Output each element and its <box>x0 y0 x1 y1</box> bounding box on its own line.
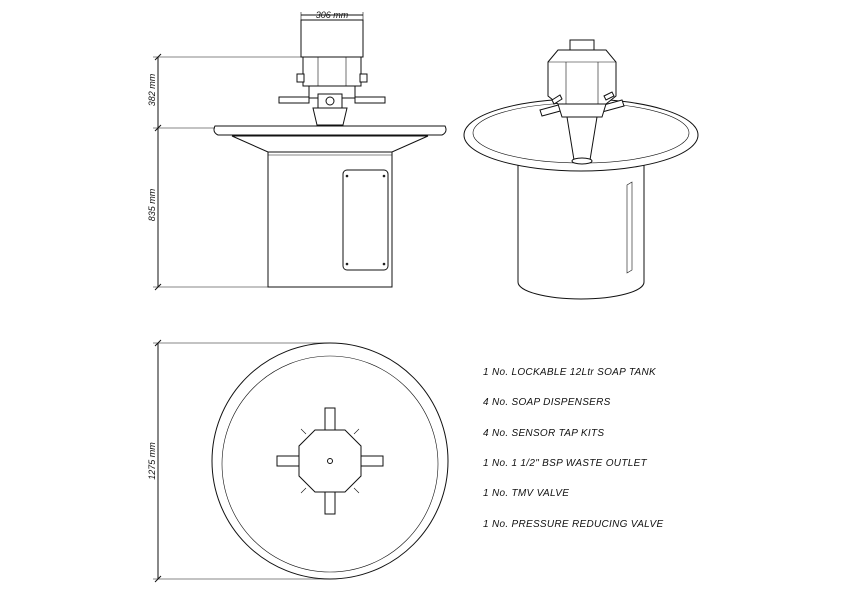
soap-tank-body <box>302 56 362 87</box>
tank-width-dimension: 306 mm <box>316 10 349 20</box>
isometric-view <box>463 39 699 300</box>
access-panel <box>342 169 389 271</box>
dispenser-arm-right <box>354 96 386 104</box>
plan-basin-inner <box>221 355 439 573</box>
tap-fitting <box>317 93 343 109</box>
base-height-dimension: 835 mm <box>147 188 157 221</box>
note-item: 1 No. LOCKABLE 12Ltr SOAP TANK <box>483 367 657 378</box>
plan-waste-outlet <box>327 458 333 464</box>
specification-notes: 1 No. LOCKABLE 12Ltr SOAP TANK 4 No. SOA… <box>483 367 663 530</box>
basin-bowl <box>231 135 429 153</box>
front-elevation-view: 306 mm 382 mm 835 mm <box>147 10 447 291</box>
note-item: 4 No. SOAP DISPENSERS <box>483 397 611 408</box>
basin-rim <box>213 125 447 136</box>
note-item: 1 No. 1 1/2" BSP WASTE OUTLET <box>483 458 648 469</box>
dispenser-arm-left <box>278 96 310 104</box>
note-item: 1 No. TMV VALVE <box>483 488 569 499</box>
diameter-dimension: 1275 mm <box>147 442 157 480</box>
plan-soap-tank <box>298 429 362 493</box>
dispenser-neck <box>312 107 348 126</box>
tank-height-dimension: 382 mm <box>147 73 157 106</box>
note-item: 1 No. PRESSURE REDUCING VALVE <box>483 519 663 530</box>
soap-tank-lid <box>300 19 364 58</box>
plan-view: 1275 mm <box>147 339 449 583</box>
note-item: 4 No. SENSOR TAP KITS <box>483 428 604 439</box>
iso-pedestal <box>517 159 645 300</box>
